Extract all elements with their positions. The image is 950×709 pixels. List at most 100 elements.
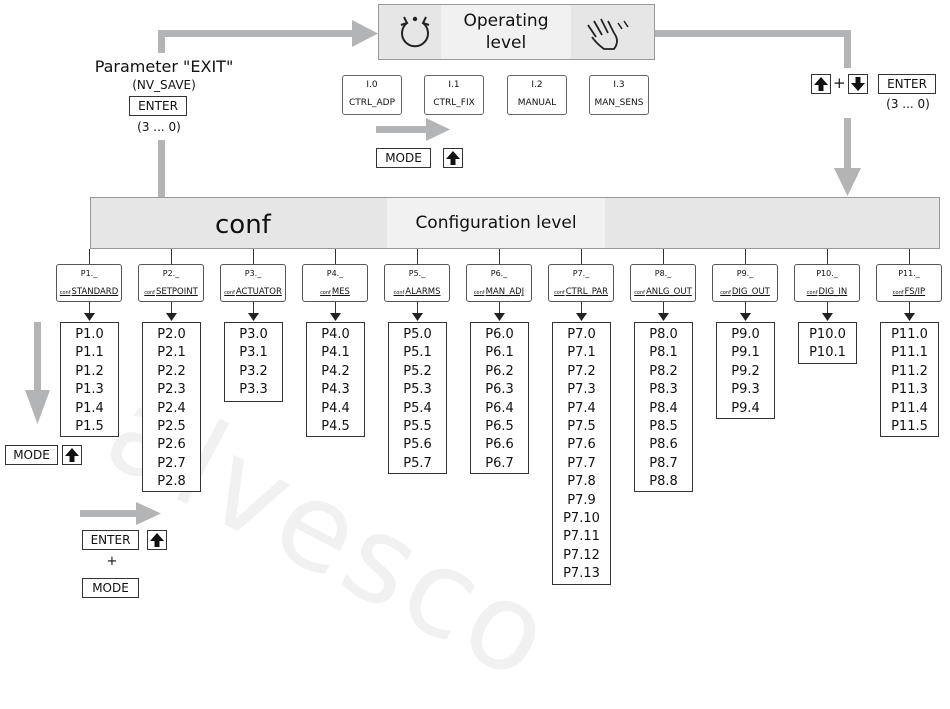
arrow-down-icon[interactable] [848,74,868,94]
param-item[interactable]: P3.3 [239,382,268,398]
param-item[interactable]: P11.5 [891,418,928,434]
param-item[interactable]: P2.0 [157,327,186,342]
param-item[interactable]: P9.2 [731,363,760,379]
param-item[interactable]: P2.3 [157,382,186,398]
param-item[interactable]: P6.3 [485,382,514,398]
param-item[interactable]: P7.6 [567,437,596,453]
param-item[interactable]: P8.6 [649,437,678,453]
param-item[interactable]: P1.0 [75,327,104,342]
param-item[interactable]: P8.5 [649,418,678,434]
param-item[interactable]: P9.3 [731,382,760,398]
menu-box-p9[interactable]: P9._ confDIG_OUT [712,264,778,302]
mode-box-i0[interactable]: I.0 CTRL_ADP [342,75,402,115]
param-item[interactable]: P10.0 [809,327,846,342]
param-item[interactable]: P3.0 [239,327,268,342]
param-item[interactable]: P5.6 [403,437,432,453]
param-item[interactable]: P6.6 [485,437,514,453]
param-item[interactable]: P3.1 [239,345,268,361]
param-item[interactable]: P1.2 [75,363,104,379]
param-item[interactable]: P1.4 [75,400,104,416]
param-item[interactable]: P7.0 [567,327,596,342]
param-item[interactable]: P4.5 [321,418,350,434]
param-item[interactable]: P7.2 [567,363,596,379]
param-item[interactable]: P2.1 [157,345,186,361]
param-item[interactable]: P8.1 [649,345,678,361]
enter-key[interactable]: ENTER [129,96,187,116]
enter-key[interactable]: ENTER [878,74,936,94]
param-item[interactable]: P8.3 [649,382,678,398]
menu-box-p5[interactable]: P5._ confALARMS [384,264,450,302]
param-item[interactable]: P9.0 [731,327,760,342]
param-item[interactable]: P7.12 [563,547,600,563]
param-item[interactable]: P8.2 [649,363,678,379]
mode-key[interactable]: MODE [82,578,139,598]
param-item[interactable]: P7.10 [563,510,600,526]
param-item[interactable]: P5.2 [403,363,432,379]
param-item[interactable]: P1.1 [75,345,104,361]
menu-box-p2[interactable]: P2._ confSETPOINT [138,264,204,302]
param-item[interactable]: P6.7 [485,455,514,471]
param-item[interactable]: P2.2 [157,363,186,379]
menu-box-p7[interactable]: P7._ confCTRL_PAR [548,264,614,302]
mode-box-i1[interactable]: I.1 CTRL_FIX [424,75,484,115]
param-item[interactable]: P4.3 [321,382,350,398]
param-item[interactable]: P2.5 [157,418,186,434]
param-item[interactable]: P7.4 [567,400,596,416]
param-item[interactable]: P7.8 [567,474,596,490]
menu-box-p4[interactable]: P4._ confMES [302,264,368,302]
menu-box-p6[interactable]: P6._ confMAN_ADJ [466,264,532,302]
enter-key[interactable]: ENTER [82,530,139,550]
param-item[interactable]: P5.4 [403,400,432,416]
param-item[interactable]: P6.2 [485,363,514,379]
param-item[interactable]: P7.5 [567,418,596,434]
arrow-up-icon[interactable] [811,74,831,94]
param-item[interactable]: P11.1 [891,345,928,361]
param-item[interactable]: P4.4 [321,400,350,416]
param-item[interactable]: P8.0 [649,327,678,342]
arrow-up-icon[interactable] [147,530,167,550]
param-item[interactable]: P7.7 [567,455,596,471]
param-item[interactable]: P5.7 [403,455,432,471]
param-item[interactable]: P6.5 [485,418,514,434]
param-item[interactable]: P8.8 [649,474,678,490]
param-item[interactable]: P2.8 [157,474,186,490]
param-item[interactable]: P7.9 [567,492,596,508]
menu-box-p10[interactable]: P10._ confDIG_IN [794,264,860,302]
param-item[interactable]: P6.1 [485,345,514,361]
param-item[interactable]: P9.4 [731,400,760,416]
param-item[interactable]: P1.3 [75,382,104,398]
arrow-up-icon[interactable] [443,148,463,168]
param-item[interactable]: P1.5 [75,418,104,434]
mode-box-i2[interactable]: I.2 MANUAL [507,75,567,115]
param-item[interactable]: P7.3 [567,382,596,398]
param-item[interactable]: P8.7 [649,455,678,471]
param-item[interactable]: P8.4 [649,400,678,416]
param-item[interactable]: P3.2 [239,363,268,379]
param-item[interactable]: P4.2 [321,363,350,379]
param-item[interactable]: P2.4 [157,400,186,416]
param-item[interactable]: P4.1 [321,345,350,361]
mode-key[interactable]: MODE [376,148,431,168]
param-item[interactable]: P10.1 [809,345,846,361]
param-item[interactable]: P2.7 [157,455,186,471]
param-item[interactable]: P11.3 [891,382,928,398]
param-item[interactable]: P5.1 [403,345,432,361]
param-item[interactable]: P6.0 [485,327,514,342]
param-item[interactable]: P7.1 [567,345,596,361]
mode-key[interactable]: MODE [5,445,58,465]
arrow-up-icon[interactable] [62,445,82,465]
param-item[interactable]: P2.6 [157,437,186,453]
menu-box-p3[interactable]: P3._ confACTUATOR [220,264,286,302]
param-item[interactable]: P9.1 [731,345,760,361]
menu-box-p8[interactable]: P8._ confANLG_OUT [630,264,696,302]
param-item[interactable]: P11.2 [891,363,928,379]
param-item[interactable]: P7.13 [563,566,600,582]
param-item[interactable]: P5.0 [403,327,432,342]
param-item[interactable]: P11.0 [891,327,928,342]
param-item[interactable]: P5.5 [403,418,432,434]
mode-box-i3[interactable]: I.3 MAN_SENS [589,75,649,115]
menu-box-p11[interactable]: P11._ confFS/IP [876,264,942,302]
param-item[interactable]: P6.4 [485,400,514,416]
menu-box-p1[interactable]: P1._ confSTANDARD [56,264,122,302]
param-item[interactable]: P11.4 [891,400,928,416]
